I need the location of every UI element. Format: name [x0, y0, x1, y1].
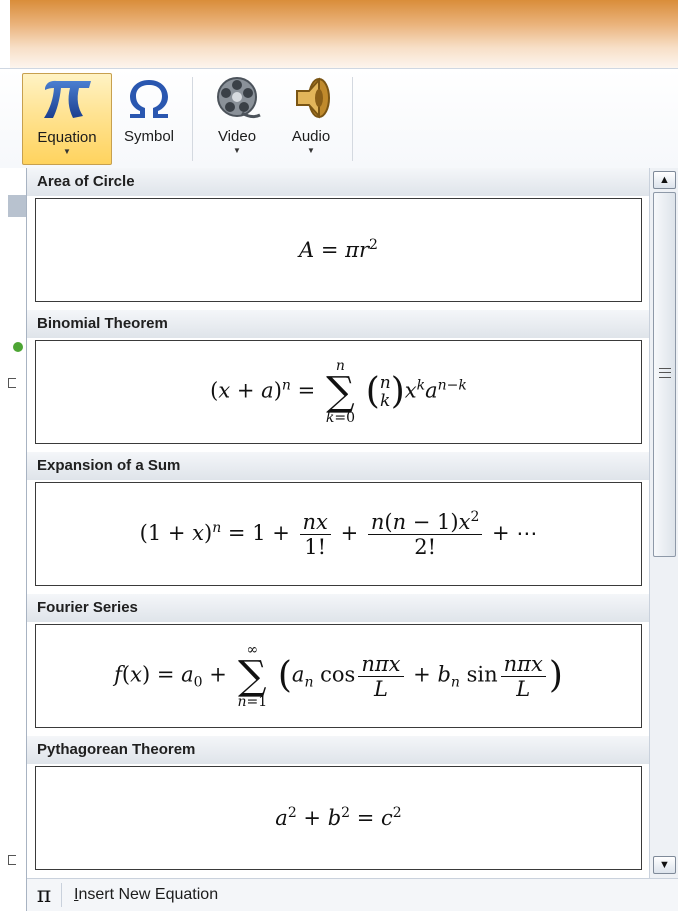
scroll-down-button[interactable]: ▼: [653, 856, 676, 874]
scroll-up-button[interactable]: ▲: [653, 171, 676, 189]
pi-icon: π: [36, 882, 52, 908]
section-header: Fourier Series: [27, 594, 649, 622]
chevron-down-icon: ▼: [233, 146, 241, 155]
video-label: Video: [217, 128, 257, 145]
document-tab: [8, 195, 26, 217]
equation-button[interactable]: Equation ▼: [22, 73, 112, 165]
film-reel-icon: [212, 73, 262, 123]
equation-label: Equation: [37, 129, 97, 146]
selection-handle: [8, 855, 16, 865]
chevron-down-icon: ▼: [63, 147, 71, 156]
scroll-thumb[interactable]: [653, 192, 676, 557]
section-header: Binomial Theorem: [27, 310, 649, 338]
ribbon-separator: [352, 77, 353, 161]
insert-new-equation-label: Insert New Equation: [74, 886, 219, 903]
equation-area-of-circle[interactable]: A = πr2: [35, 198, 642, 302]
ribbon: Equation ▼ Symbol Video ▼: [0, 68, 678, 168]
section-header: Expansion of a Sum: [27, 452, 649, 480]
section-header: Pythagorean Theorem: [27, 736, 649, 764]
document-background: [0, 168, 26, 911]
equation-gallery: Area of Circle A = πr2 Binomial Theorem …: [26, 168, 678, 911]
equation-content: a2 + b2 = c2: [275, 805, 402, 830]
gallery-scrollbar[interactable]: ▲ ▼: [649, 168, 678, 878]
equation-content: A = πr2: [299, 237, 378, 262]
section-header: Area of Circle: [27, 168, 649, 196]
left-gap: [0, 0, 10, 68]
speaker-icon: [289, 73, 333, 123]
grip-icon: [659, 368, 671, 378]
insert-new-equation-button[interactable]: π Insert New Equation: [27, 878, 678, 911]
audio-button[interactable]: Audio ▼: [278, 73, 344, 165]
selection-handle: [8, 378, 16, 388]
chevron-down-icon: ▼: [307, 146, 315, 155]
ribbon-separator: [192, 77, 193, 161]
title-band: [0, 0, 678, 68]
omega-icon: [126, 73, 172, 123]
symbol-label: Symbol: [123, 128, 175, 145]
selection-handle: [13, 342, 23, 352]
audio-label: Audio: [291, 128, 331, 145]
video-button[interactable]: Video ▼: [204, 73, 270, 165]
pi-icon: [39, 74, 95, 124]
equation-pythagorean-theorem[interactable]: a2 + b2 = c2: [35, 766, 642, 870]
symbol-button[interactable]: Symbol: [114, 73, 184, 165]
footer-separator: [61, 883, 62, 907]
